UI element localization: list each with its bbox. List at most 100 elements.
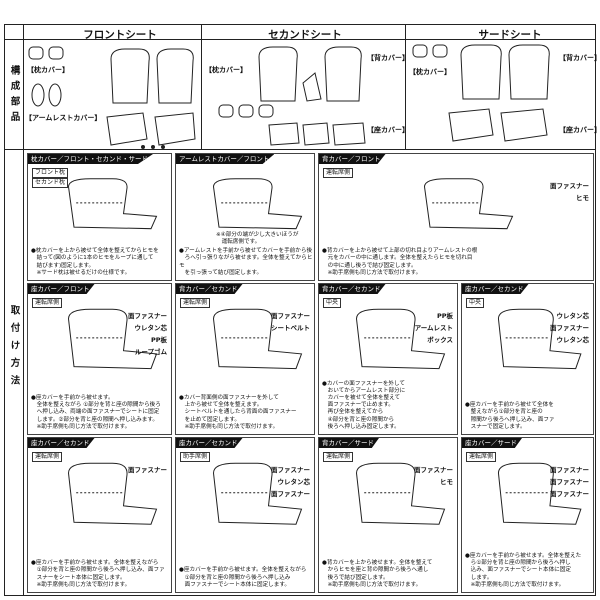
panel-instructions: ●座カバーを手前から被せます。 全体を整えながら ①部分を背と座の隙間から後ろ … — [31, 394, 161, 430]
callout-label: アームレスト — [414, 324, 453, 332]
seat-illustration-icon — [497, 308, 582, 370]
seat-illustration-icon — [423, 178, 514, 230]
column-header-third: サードシート — [478, 29, 542, 41]
install-panel: 背カバー／セカンド中央 PP板アームレストボックス ●カバーの面ファスナーを外して … — [318, 283, 458, 435]
panel-title: 背カバー／セカンド — [319, 284, 386, 294]
panel-title: 座カバー／セカンド — [462, 284, 529, 294]
callout-label: 面ファスナー — [128, 312, 167, 320]
panel-title: アームレストカバー／フロント — [176, 154, 275, 164]
callout-label: 面ファスナー — [550, 478, 589, 486]
callout-label: PP板 — [436, 312, 453, 320]
panel-tag: 運転席側 — [466, 452, 497, 462]
panel-tag: 運転席側 — [32, 298, 63, 308]
part-label-seatback-second: 【背カバー】 — [367, 54, 409, 62]
part-label-seatback-third: 【背カバー】 — [559, 54, 600, 62]
seatback-cover-icon — [460, 44, 550, 100]
column-header-second: セカンドシート — [268, 29, 342, 41]
panel-tag: 中央 — [466, 298, 485, 308]
callout-label: 面ファスナー — [271, 466, 310, 474]
callout-label: ヒモ — [576, 194, 589, 202]
callout-label: 面ファスナー — [271, 490, 310, 498]
instruction-sheet: 構成部品 取付け方法 【枕カバー】 【アームレストカバー】 【枕カバー】 【背カ… — [4, 24, 600, 596]
panel-title: 座カバー／セカンド — [176, 438, 243, 448]
callout-label: 面ファスナー — [550, 490, 589, 498]
seat-illustration-icon — [497, 462, 582, 525]
panel-title: 座カバー／セカンド — [28, 438, 95, 448]
install-panel: 背カバー／サード運転席側面ファスナーヒモ ●背カバーを上から被せます。全体を整えて… — [318, 437, 458, 593]
panel-instructions: ●座カバーを手前から被せます。全体を整えながら ①部分を背と座の隙間から後ろへ押… — [179, 567, 307, 588]
seat-illustration-icon — [67, 462, 157, 525]
part-label-headrest-front: 【枕カバー】 — [27, 66, 69, 74]
callout-label: PP板 — [150, 336, 167, 344]
callout-label: ウレタン芯 — [556, 336, 590, 344]
panel-title: 背カバー／フロント — [319, 154, 386, 164]
panel-title: 座カバー／フロント — [28, 284, 95, 294]
panel-instructions: ●背カバーを上から被せます。全体を整えて からヒモを座と背の隙間から後ろへ通し … — [322, 560, 433, 588]
panel-instructions: ●カバーの面ファスナーを外して おいてからアームレスト部分に カバーを被せて全体… — [322, 380, 406, 430]
headrest-cover-icon — [218, 104, 274, 118]
seat-illustration-icon — [355, 308, 446, 370]
panel-title: 枕カバー／フロント・セカンド・サード — [28, 154, 153, 164]
panel-instructions: ●アームレストを手前から被せてカバーを手前から後 ろへ引っ張りながら被せます。全… — [179, 248, 313, 276]
callout-label: 面ファスナー — [414, 466, 453, 474]
callout-label: 面ファスナー — [271, 312, 310, 320]
panel-instructions: ●座カバーを手前から被せて全体を 整えながら①部分を背と座の 隙間から後ろへ押し… — [465, 402, 555, 430]
callout-label: ウレタン芯 — [134, 324, 168, 332]
callout-label: 面ファスナー — [550, 182, 589, 190]
part-label-headrest-third: 【枕カバー】 — [409, 68, 451, 76]
install-panel: アームレストカバー／フロント ※④部分の端が少し大きいほうが 運転席側です。 ●アー… — [175, 153, 315, 281]
callout-label: 面ファスナー — [550, 466, 589, 474]
install-panel: 座カバー／フロント運転席側面ファスナーウレタン芯 PP板ループゴム ●座カバーを手前… — [27, 283, 172, 435]
callout-label: ヒモ — [440, 478, 453, 486]
panel-tag: セカンド枕 — [32, 178, 69, 188]
section-install-label: 取付け方法 — [8, 305, 20, 393]
install-panel: 背カバー／セカンド運転席側面ファスナーシートベルト ●カバー背面側の面ファスナーを… — [175, 283, 315, 435]
part-label-armrest: 【アームレストカバー】 — [25, 114, 102, 122]
panel-tag: 助手席側 — [180, 452, 211, 462]
panel-instructions: ●座カバーを手前から被せます。全体を整えながら ①部分を背と座の隙間から後ろへ押… — [31, 560, 165, 588]
panel-title: 背カバー／サード — [319, 438, 379, 448]
callout-label: ウレタン芯 — [277, 478, 311, 486]
callout-label: 面ファスナー — [128, 466, 167, 474]
panel-instructions: ●カバー背面側の面ファスナーを外して 上から被せて全体を整えます。 シートベルト… — [179, 394, 297, 430]
panel-instructions: ●枕カバーを上から被せて全体を整えてからヒモを 結って(図のように1本のヒモをル… — [31, 248, 159, 276]
seat-illustration-icon — [212, 462, 303, 525]
panel-title: 座カバー／サード — [462, 438, 522, 448]
panel-tag: 中央 — [323, 298, 342, 308]
seat-illustration-icon — [67, 178, 157, 230]
seat-illustration-icon — [212, 308, 303, 370]
part-label-headrest-second: 【枕カバー】 — [205, 66, 247, 74]
seat-cover-icon — [106, 112, 196, 149]
seat-illustration-icon — [67, 308, 157, 370]
callout-label: シートベルト — [271, 324, 310, 332]
seat-illustration-icon — [355, 462, 446, 525]
panel-tag: フロント枕 — [32, 168, 69, 178]
panel-subnote: ※④部分の端が少し大きいほうが 運転席側です。 — [216, 231, 299, 245]
headrest-cover-icon — [28, 46, 64, 60]
section-composition: 構成部品 — [5, 65, 23, 127]
seatback-cover-icon — [110, 48, 194, 104]
column-header-front: フロントシート — [83, 29, 157, 41]
panel-instructions: ●座カバーを手前から被せます。全体を整えた ら①部分を背と座の隙間から後ろへ押し… — [465, 552, 582, 588]
callout-label: 面ファスナー — [550, 324, 589, 332]
install-panel: 座カバー／セカンド運転席側面ファスナー●座カバーを手前から被せます。全体を整えな… — [27, 437, 172, 593]
part-label-seat-third: 【座カバー】 — [559, 126, 600, 134]
install-panel: 背カバー／フロント運転席側面ファスナーヒモ●背カバーを上から被せて上部の切れ目よ… — [318, 153, 594, 281]
install-panel: 座カバー／セカンド中央ウレタン芯面ファスナーウレタン芯●座カバーを手前から被せて… — [461, 283, 594, 435]
section-install: 取付け方法 — [5, 305, 23, 393]
callout-label: ボックス — [427, 336, 453, 344]
panel-tag: 運転席側 — [323, 452, 354, 462]
seatback-cover-icon — [258, 46, 362, 102]
seat-cover-icon — [448, 108, 548, 142]
callout-label: ループゴム — [134, 348, 167, 356]
part-label-seat-second: 【座カバー】 — [367, 126, 409, 134]
seat-illustration-icon — [212, 178, 303, 230]
panel-instructions: ●背カバーを上から被せて上部の切れ目よりアームレストの根 元をカバーの中に通しま… — [322, 248, 478, 276]
install-panel: 座カバー／サード運転席側面ファスナー面ファスナー面ファスナー ●座カバーを手前から… — [461, 437, 594, 593]
panel-tag: 運転席側 — [180, 298, 211, 308]
armrest-cover-icon — [31, 83, 62, 107]
install-panel: 枕カバー／フロント・セカンド・サードフロント枕セカンド枕 ●枕カバーを上から被せて… — [27, 153, 172, 281]
section-composition-label: 構成部品 — [8, 65, 20, 127]
seat-cover-icon — [268, 122, 366, 146]
panel-title: 背カバー／セカンド — [176, 284, 243, 294]
